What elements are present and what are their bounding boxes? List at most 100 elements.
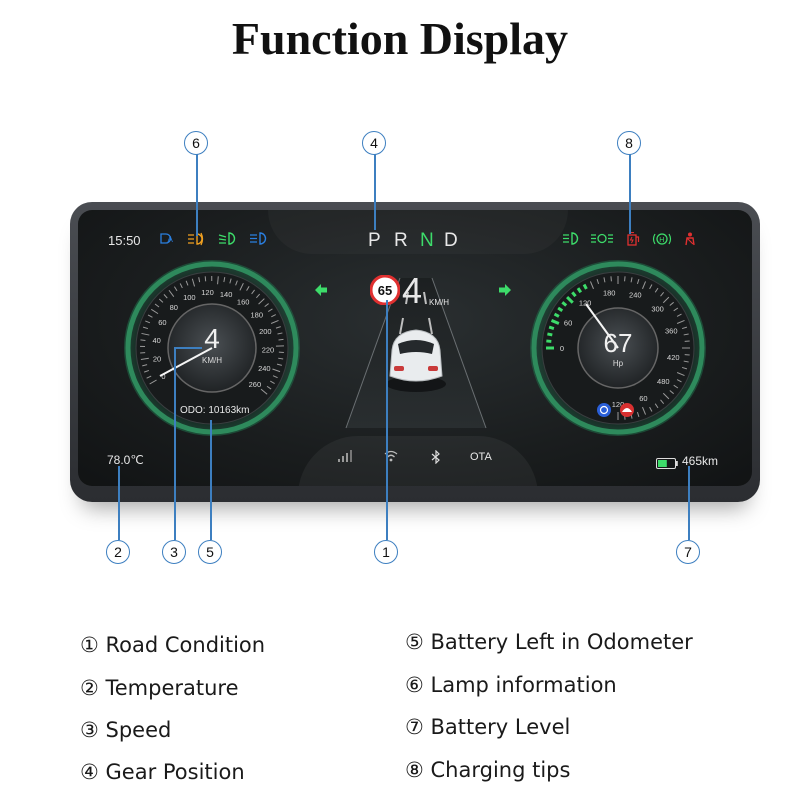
gauge-tick <box>676 379 682 383</box>
marker-5: 5 <box>198 540 222 564</box>
gauge-tick <box>642 281 647 290</box>
gauge-tick <box>198 277 201 283</box>
gear-d: D <box>444 230 458 251</box>
legend-road-condition: ① Road Condition <box>80 633 266 657</box>
gauge-tick <box>649 284 653 290</box>
gauge-tick <box>630 277 633 283</box>
gauge-tick-label: 240 <box>629 291 642 300</box>
page-title: Function Display <box>231 13 569 64</box>
gauge-tick-label: 60 <box>639 394 647 403</box>
gauge-tick <box>149 379 157 385</box>
gauge-tick <box>258 298 265 305</box>
gauge-tick-label: 0 <box>560 344 564 353</box>
gauge-tick-label: 180 <box>603 289 616 298</box>
gauge-tick <box>673 307 679 312</box>
high-beam-icon <box>249 232 269 248</box>
ego-car-icon <box>386 329 446 392</box>
legend-lamp-information: ⑥ Lamp information <box>405 673 617 697</box>
gauge-tick-label: 300 <box>651 304 664 313</box>
gauge-tick-label: 60 <box>158 318 166 327</box>
gauge-tick <box>147 314 153 318</box>
gauge-tick <box>229 278 232 284</box>
callout-line-8 <box>629 154 631 234</box>
gauge-tick <box>589 281 594 290</box>
gauge-tick <box>553 312 560 318</box>
gauge-tick <box>654 287 659 293</box>
gauge-tick <box>571 291 577 298</box>
marker-4: 4 <box>362 131 386 155</box>
speed-limit-sign: 65 <box>370 275 400 305</box>
power-gauge-unit: Hp <box>613 359 624 368</box>
bluetooth-icon <box>431 449 441 467</box>
callout-line-3-horizontal <box>174 347 202 349</box>
speed-gauge-unit: KM/H <box>202 356 222 365</box>
gauge-tick <box>681 366 688 370</box>
gauge-tick <box>145 320 151 324</box>
gauge-tick <box>223 277 226 283</box>
gauge-tick-label: 100 <box>183 293 196 302</box>
low-beam-icon <box>218 232 238 248</box>
gauge-tick <box>596 278 600 285</box>
turn-right-icon <box>498 283 512 302</box>
marker-1: 1 <box>374 540 398 564</box>
gauge-tick <box>158 298 164 303</box>
gauge-tick <box>576 287 583 294</box>
signal-strength-icon <box>338 450 352 465</box>
gauge-tick <box>654 403 659 409</box>
gauge-tick <box>683 360 689 363</box>
auto-headlight-icon: A <box>158 232 176 248</box>
gauge-tick <box>636 411 640 418</box>
gauge-tick-label: 0 <box>161 372 165 381</box>
gauge-tick <box>246 286 250 291</box>
gauge-tick <box>548 325 555 330</box>
dashboard-screen: 15:50 A P R N D H <box>78 210 752 486</box>
gauge-tick <box>168 289 175 297</box>
gauge-tick-label: 120 <box>201 288 214 297</box>
gauge-tick <box>272 368 281 373</box>
speed-limit-value: 65 <box>378 283 392 298</box>
svg-text:H: H <box>659 237 664 244</box>
gauge-tick-label: 40 <box>152 336 160 345</box>
callout-line-3 <box>174 347 176 540</box>
gauge-tick-label: 60 <box>564 319 572 328</box>
gauge-tick <box>660 292 665 297</box>
legend-temperature: ② Temperature <box>80 676 239 700</box>
gauge-tick <box>669 301 674 306</box>
gauge-tick <box>142 326 149 330</box>
gauge-tick <box>140 357 149 360</box>
gauge-tick-label: 180 <box>251 310 264 319</box>
marker-2: 2 <box>106 540 130 564</box>
gauge-tick <box>173 286 178 292</box>
callout-line-4 <box>374 154 376 230</box>
gauge-tick <box>673 384 679 389</box>
svg-text:A: A <box>168 235 174 244</box>
gauge-tick <box>271 314 276 318</box>
gauge-tick-label: 120 <box>579 299 592 308</box>
gauge-tick <box>683 333 689 336</box>
gauge-tick <box>561 301 568 307</box>
gauge-tick-label: 260 <box>249 380 262 389</box>
gauge-tick <box>636 278 640 285</box>
temperature-readout: 78.0℃ <box>107 453 144 467</box>
gauge-tick <box>547 332 553 337</box>
gauge-tick <box>557 306 564 313</box>
battery-level-icon <box>656 456 678 474</box>
legend-battery-level: ⑦ Battery Level <box>405 715 571 739</box>
callout-line-7 <box>688 466 690 540</box>
gauge-tick <box>154 303 160 308</box>
gauge-tick-label: 360 <box>665 327 678 336</box>
gauge-tick <box>143 369 150 373</box>
gauge-tick <box>179 283 183 289</box>
brake-hold-icon: H <box>652 232 672 249</box>
speed-needle <box>159 347 213 377</box>
gauge-tick <box>676 372 685 377</box>
gauge-tick-label: 200 <box>259 327 272 336</box>
gauge-tick <box>566 296 574 304</box>
gauge-tick <box>140 339 146 341</box>
gauge-tick-label: 20 <box>153 354 161 363</box>
gauge-tick <box>141 332 150 336</box>
gauge-tick <box>185 280 189 286</box>
gauge-tick-label: 140 <box>220 290 233 299</box>
gauge-tick <box>142 364 148 367</box>
